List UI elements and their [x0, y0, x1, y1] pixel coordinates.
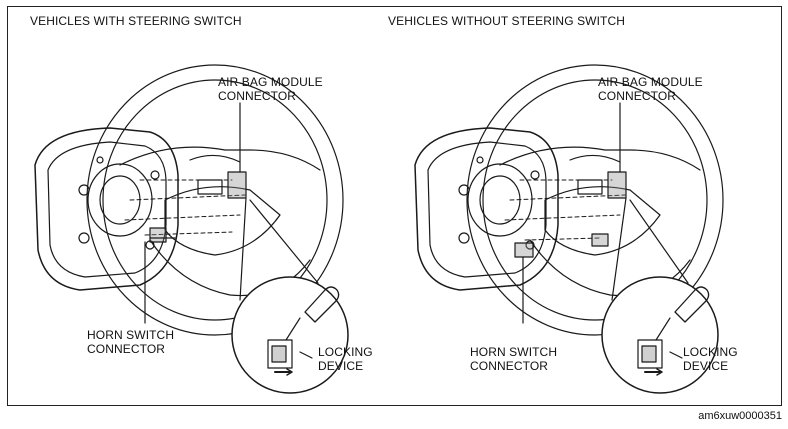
locking-detail-circle-right: [601, 276, 719, 394]
airbag-connector-label-left: AIR BAG MODULE CONNECTOR: [218, 75, 323, 103]
locking-detail-circle-left: [231, 276, 349, 394]
steering-wheel-rim-inner: [102, 79, 328, 321]
airbag-connector-left: [227, 171, 247, 199]
horn-connector-label-right: HORN SWITCH CONNECTOR: [470, 345, 557, 373]
panel-heading-right: VEHICLES WITHOUT STEERING SWITCH: [388, 14, 625, 28]
steering-wheel-rim-outer: [466, 64, 724, 336]
airbag-label-line2: CONNECTOR: [218, 89, 297, 103]
airbag-label-line1: AIR BAG MODULE: [598, 75, 703, 89]
horn-connector-label-left: HORN SWITCH CONNECTOR: [87, 328, 174, 356]
airbag-label-line1: AIR BAG MODULE: [218, 75, 323, 89]
horn-label-line1: HORN SWITCH: [470, 345, 558, 359]
airbag-module-body: [414, 127, 559, 291]
airbag-module-body: [34, 127, 179, 291]
locking-label-line2: DEVICE: [318, 359, 364, 373]
locking-label-line1: LOCKING: [683, 345, 738, 359]
horn-label-line1: HORN SWITCH: [87, 328, 175, 342]
figure-code: am6xuw0000351: [698, 410, 782, 422]
steering-wheel-spoke: [499, 146, 701, 171]
locking-device-label-left: LOCKING DEVICE: [318, 345, 373, 373]
right-panel-drawing: [414, 64, 724, 394]
steering-wheel-spoke: [119, 146, 321, 171]
locking-device-label-right: LOCKING DEVICE: [683, 345, 738, 373]
steering-wheel-rim-inner: [482, 79, 708, 321]
horn-label-line2: CONNECTOR: [87, 342, 166, 356]
locking-label-line2: DEVICE: [683, 359, 729, 373]
left-panel-drawing: [34, 64, 349, 394]
locking-label-line1: LOCKING: [318, 345, 373, 359]
horn-connector-right: [514, 242, 534, 258]
airbag-label-line2: CONNECTOR: [598, 89, 677, 103]
steering-wheel-rim-outer: [86, 64, 344, 336]
airbag-connector-label-right: AIR BAG MODULE CONNECTOR: [598, 75, 703, 103]
panel-heading-left: VEHICLES WITH STEERING SWITCH: [30, 14, 242, 28]
horn-label-line2: CONNECTOR: [470, 359, 549, 373]
airbag-connector-right: [607, 171, 627, 199]
horn-connector-left: [149, 227, 167, 243]
